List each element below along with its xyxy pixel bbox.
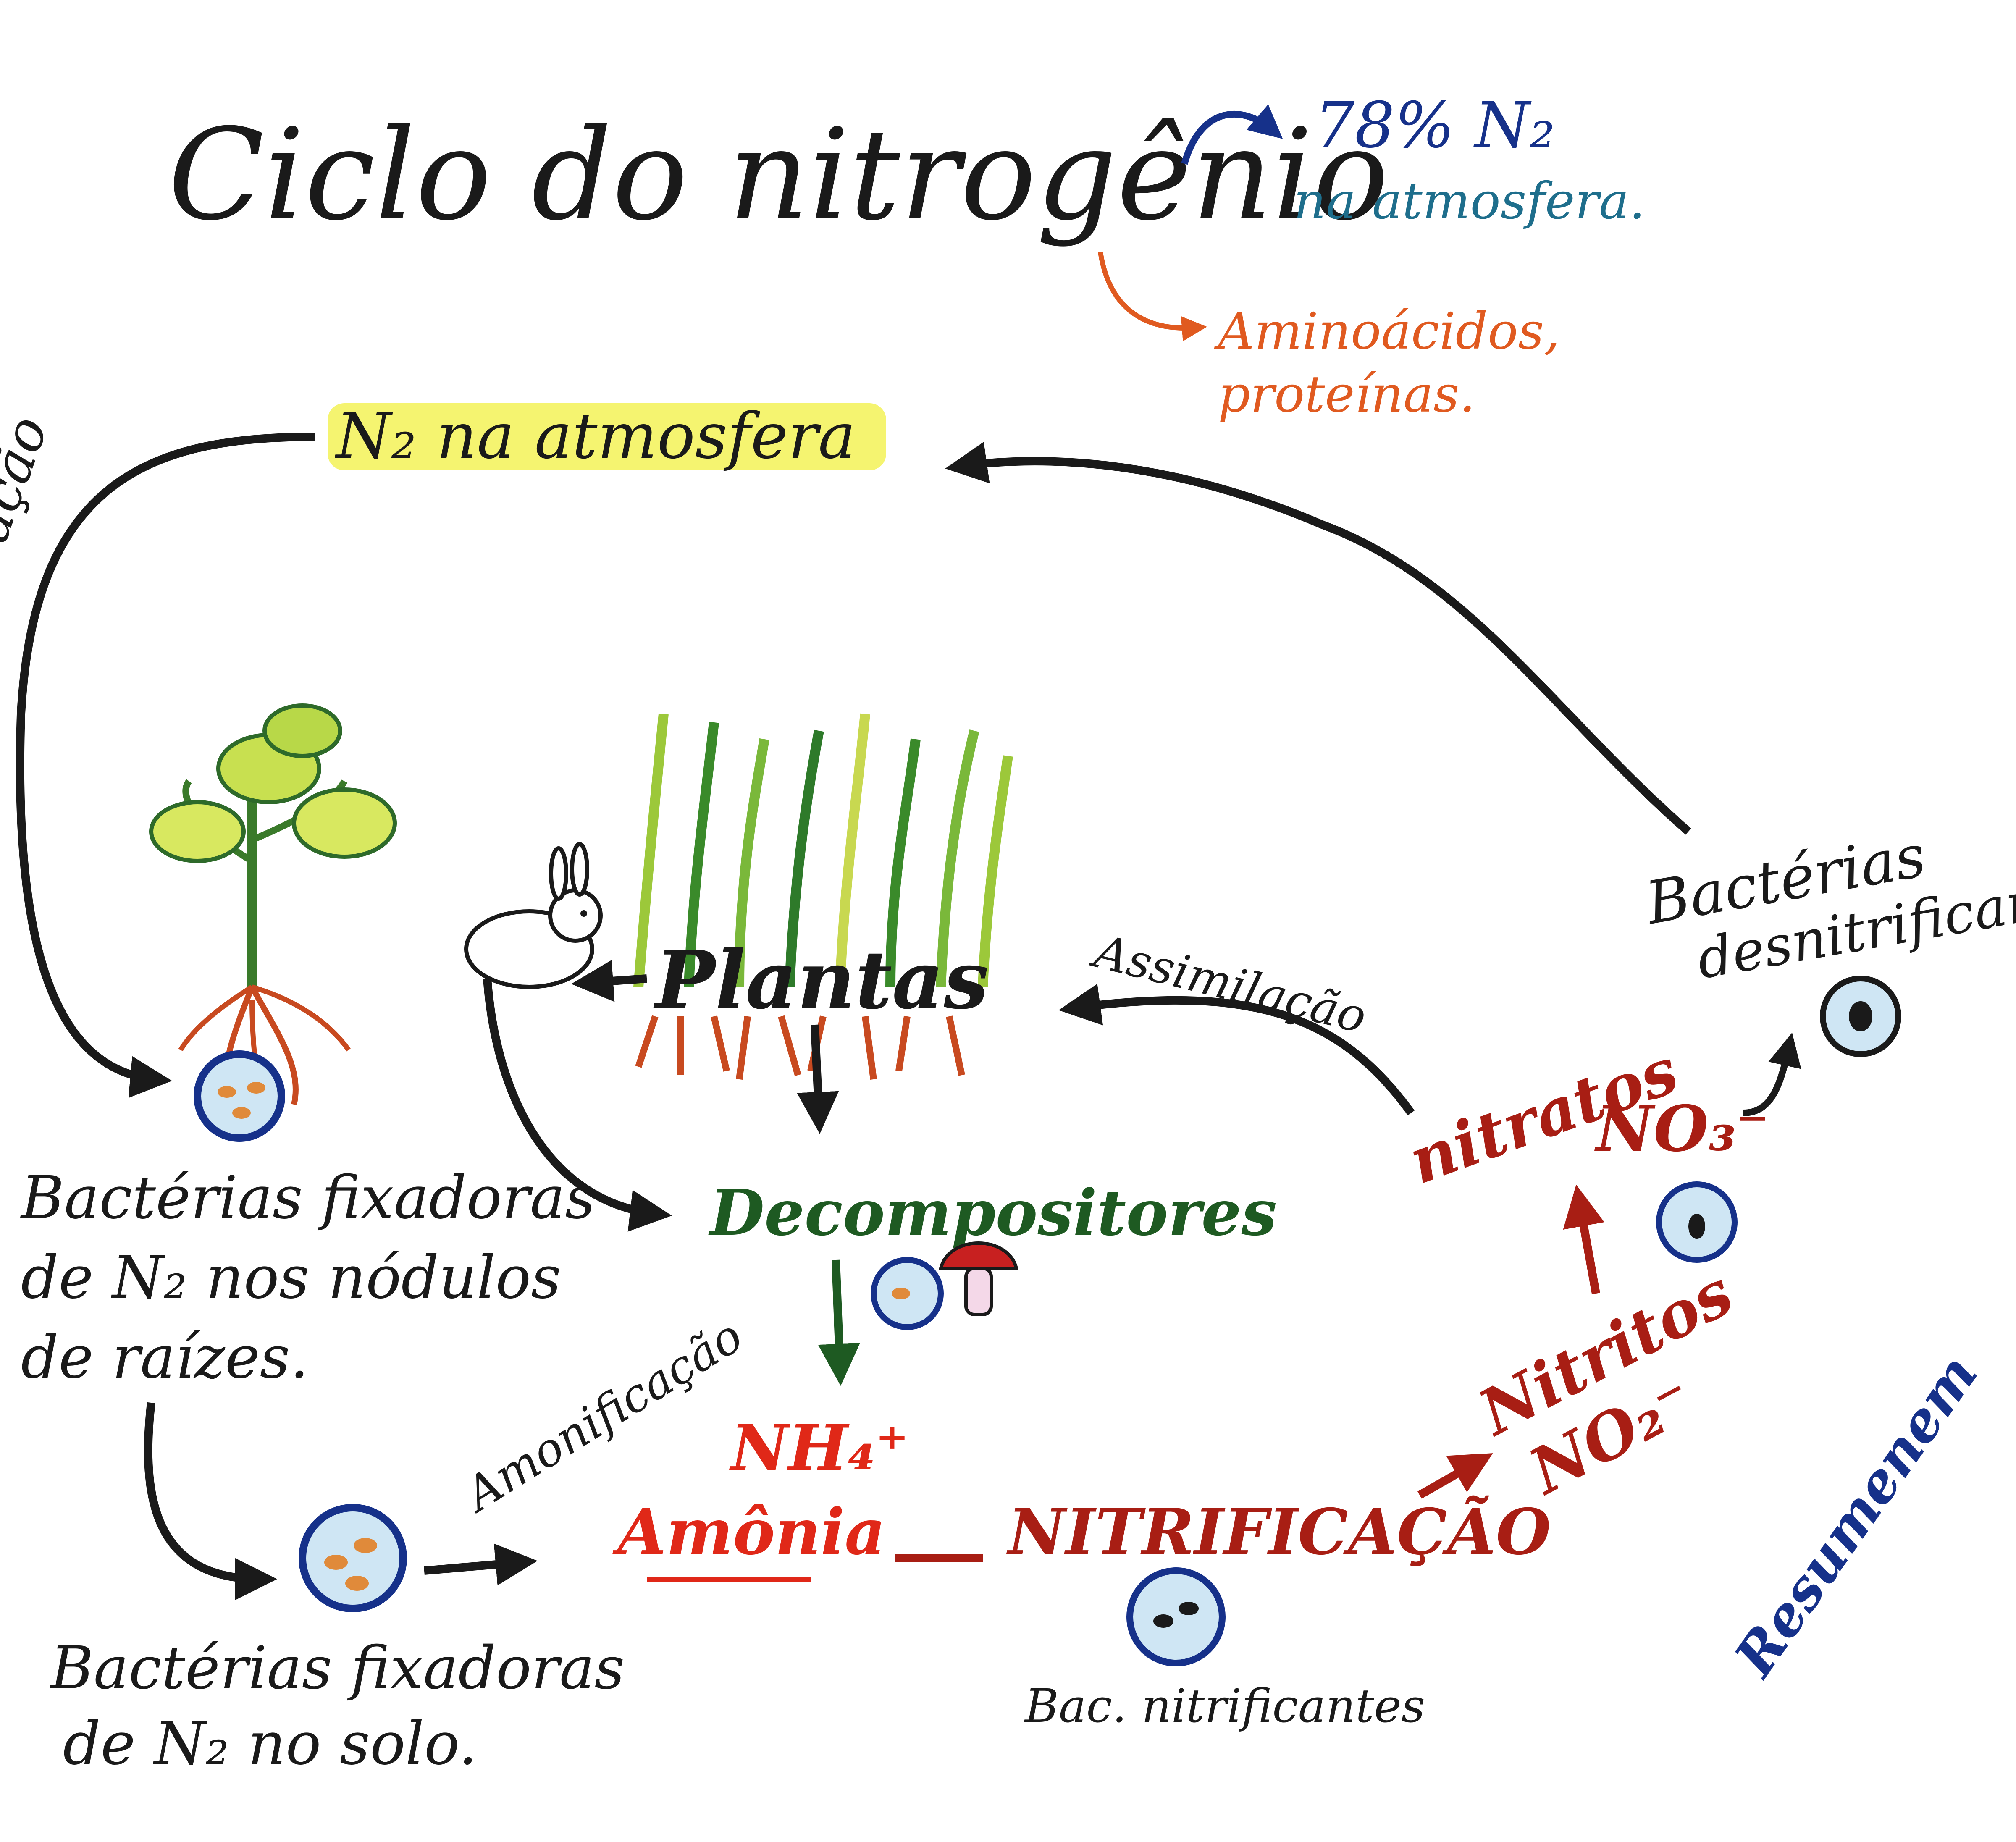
grass-icon [633, 713, 1013, 1080]
plants-label: Plantas [653, 933, 989, 1027]
plants-to-rabbit-arrow [571, 960, 647, 1002]
atmosphere-note-arrow [1181, 104, 1283, 165]
bacteria-cell-icon [1126, 1567, 1226, 1666]
decomposers-to-ammonium-arrow [818, 1259, 860, 1386]
rabbit-to-decomposers-arrow [483, 978, 672, 1232]
aminoacids-note: Aminoácidos, [1214, 302, 1560, 361]
page-title: Ciclo do nitrogênio [168, 102, 1389, 248]
fixing-soil-line2: de N₂ no solo. [63, 1710, 477, 1778]
fixing-nodules-line2: de N₂ nos nódulos [21, 1244, 561, 1312]
fixation-arrow [16, 433, 315, 1098]
denitrification-arrow [945, 442, 1691, 835]
plants-to-decomposers-arrow [797, 1024, 839, 1134]
ammonium-formula: NH₄⁺ [729, 1411, 909, 1485]
fixing-nodules-line3: de raízes. [21, 1323, 309, 1392]
decomposers-label: Decompositores [708, 1176, 1277, 1250]
aminoacids-note-arrow [1098, 252, 1207, 341]
fixing-nodules-line1: Bactérias fixadoras [20, 1164, 595, 1232]
n2-atmosphere-label: N₂ na atmosfera [335, 400, 856, 473]
atmosphere-percent: 78% N₂ [1315, 89, 1555, 162]
bacteria-cell-icon [1656, 1181, 1738, 1263]
nitrification-arrow [1418, 1453, 1493, 1499]
bacteria-cell-icon [299, 1504, 407, 1612]
atmosphere-note: na atmosfera. [1294, 172, 1645, 231]
nodules-to-soil-arrow [144, 1402, 277, 1600]
bacteria-cell-icon [194, 1050, 285, 1142]
nitrates-to-denitrifying-arrow [1743, 1032, 1801, 1116]
fixation-label-fragment: ação [0, 408, 60, 551]
nitrifying-bacteria-label: Bac. nitrificantes [1024, 1679, 1425, 1733]
nitrification-label: NITRIFICAÇÃO [1006, 1495, 1551, 1569]
fixing-soil-line1: Bactérias fixadoras [49, 1634, 625, 1703]
proteins-note: proteínas. [1218, 365, 1475, 424]
mushroom-icon [938, 1241, 1019, 1316]
ammonification-label: Amonificação [453, 1309, 751, 1523]
rabbit-icon [464, 842, 603, 989]
bacteria-cell-icon [1820, 976, 1901, 1057]
summary-tag: Resumenem [1721, 1343, 1990, 1689]
plant-roots-icon [149, 703, 397, 1110]
soil-bacteria-arrow [424, 1543, 538, 1586]
assimilation-label: Assimilação [1086, 924, 1372, 1044]
ammonium-name: Amônia [612, 1495, 885, 1569]
nitrites-to-nitrates-arrow [1563, 1184, 1604, 1294]
bacteria-cell-icon [871, 1257, 944, 1330]
n2-highlight [328, 403, 886, 470]
assimilation-arrow [1058, 984, 1415, 1115]
nitrates-formula: NO₃⁻ [1594, 1092, 1769, 1166]
